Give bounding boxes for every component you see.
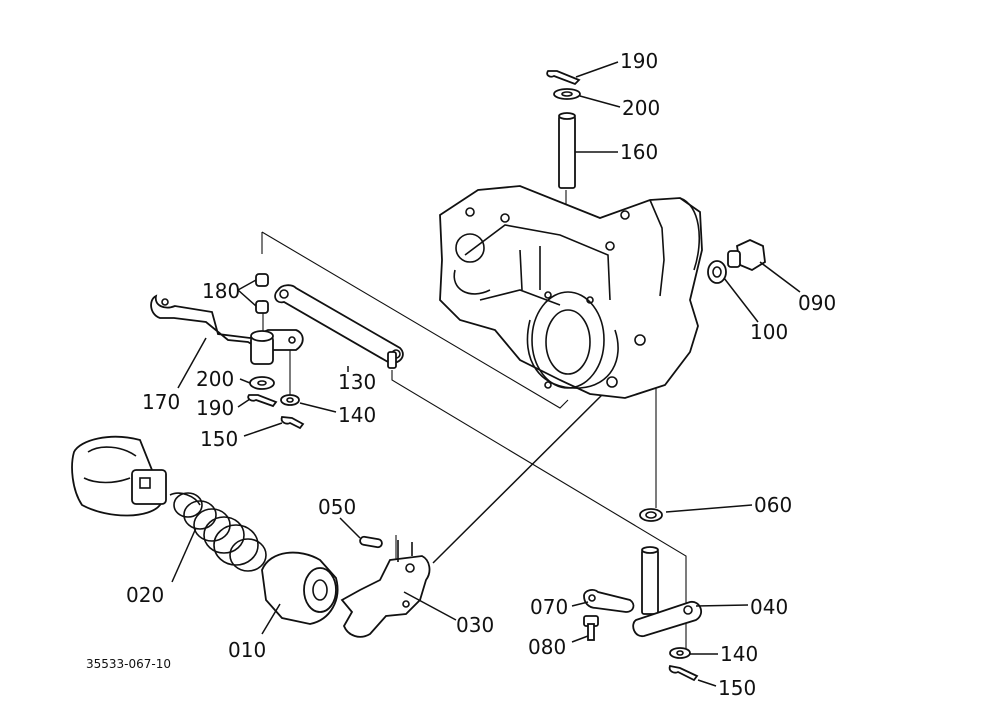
label-040: 040 <box>750 595 788 619</box>
label-190: 190 <box>620 49 658 73</box>
shifter-assembly-parts <box>71 435 431 638</box>
label-130: 130 <box>338 370 376 394</box>
label-200: 200 <box>622 96 660 120</box>
spring <box>173 492 267 572</box>
label-150: 150 <box>200 427 238 451</box>
top-shaft-parts <box>546 70 581 189</box>
label-050: 050 <box>318 495 356 519</box>
label-010: 010 <box>228 638 266 662</box>
label-060: 060 <box>754 493 792 517</box>
label-140b: 140 <box>720 642 758 666</box>
label-070: 070 <box>530 595 568 619</box>
label-160: 160 <box>620 140 658 164</box>
label-020: 020 <box>126 583 164 607</box>
label-170: 170 <box>142 390 180 414</box>
label-140: 140 <box>338 403 376 427</box>
label-180: 180 <box>202 279 240 303</box>
drawing-id: 35533-067-10 <box>86 657 171 671</box>
right-side-parts <box>707 239 766 284</box>
shift-arm-parts <box>583 508 703 682</box>
gear-case-housing <box>439 185 703 399</box>
label-080: 080 <box>528 635 566 659</box>
label-030: 030 <box>456 613 494 637</box>
label-090: 090 <box>798 291 836 315</box>
label-100: 100 <box>750 320 788 344</box>
label-150b: 150 <box>718 676 756 700</box>
label-200b: 200 <box>196 367 234 391</box>
left-linkage-parts <box>150 273 404 430</box>
leader-lines <box>171 61 801 687</box>
part-labels: 190 200 160 090 100 180 170 130 200 190 … <box>86 49 836 700</box>
label-190b: 190 <box>196 396 234 420</box>
